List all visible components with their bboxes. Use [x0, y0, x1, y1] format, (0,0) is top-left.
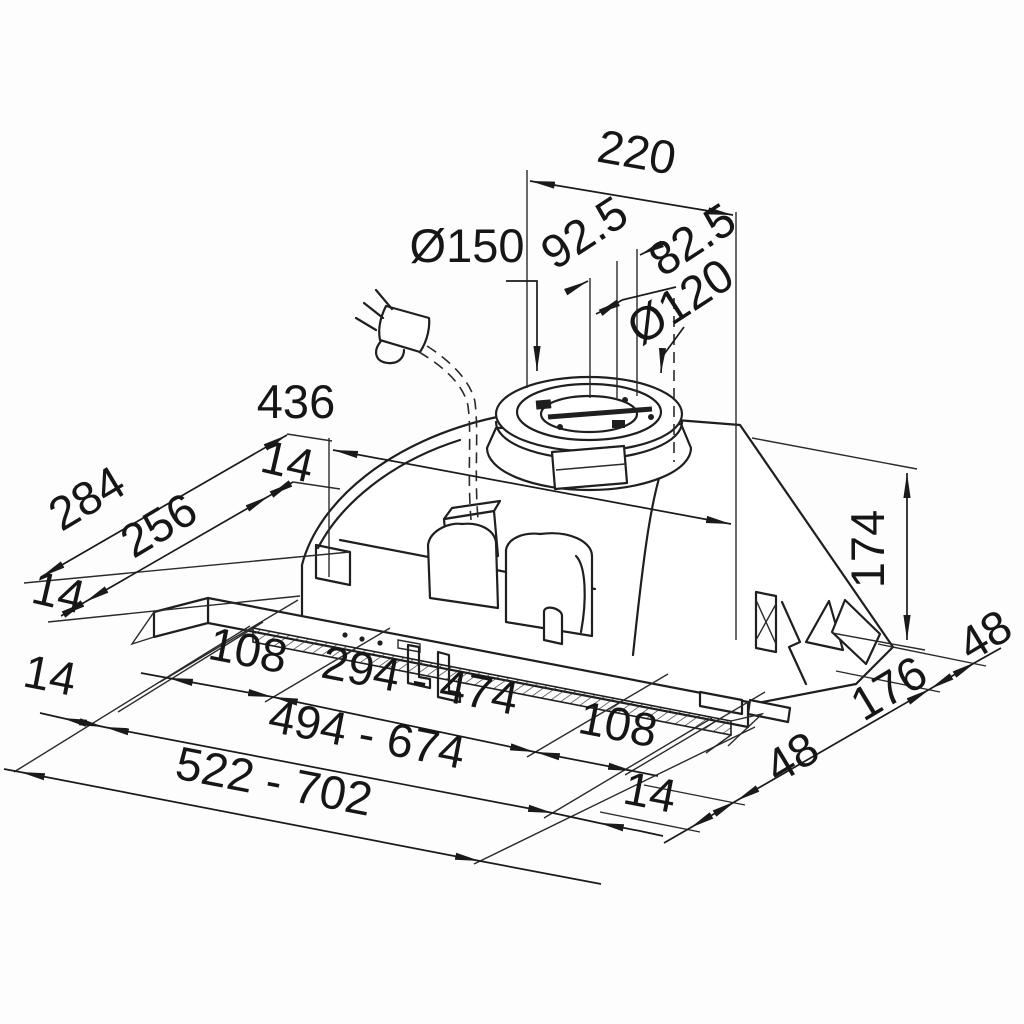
dim-label-bottom-edge-right: 14	[619, 761, 680, 823]
dim-fixing-width: 436	[257, 375, 732, 525]
dim-label-height: 174	[841, 510, 894, 588]
dim-height: 174	[841, 473, 911, 640]
dim-label-depth-edge-upper: 14	[256, 429, 319, 492]
duct-collar	[485, 375, 693, 492]
dim-label-depth-edge-lower: 14	[27, 560, 90, 623]
dim-label-bottom-edge-left: 14	[19, 644, 80, 706]
dim-duct-outer: Ø150	[410, 219, 541, 371]
mounting-brackets	[698, 590, 882, 724]
dim-label-duct-outer: Ø150	[410, 219, 525, 272]
dim-label-fixing-width: 436	[257, 375, 335, 428]
